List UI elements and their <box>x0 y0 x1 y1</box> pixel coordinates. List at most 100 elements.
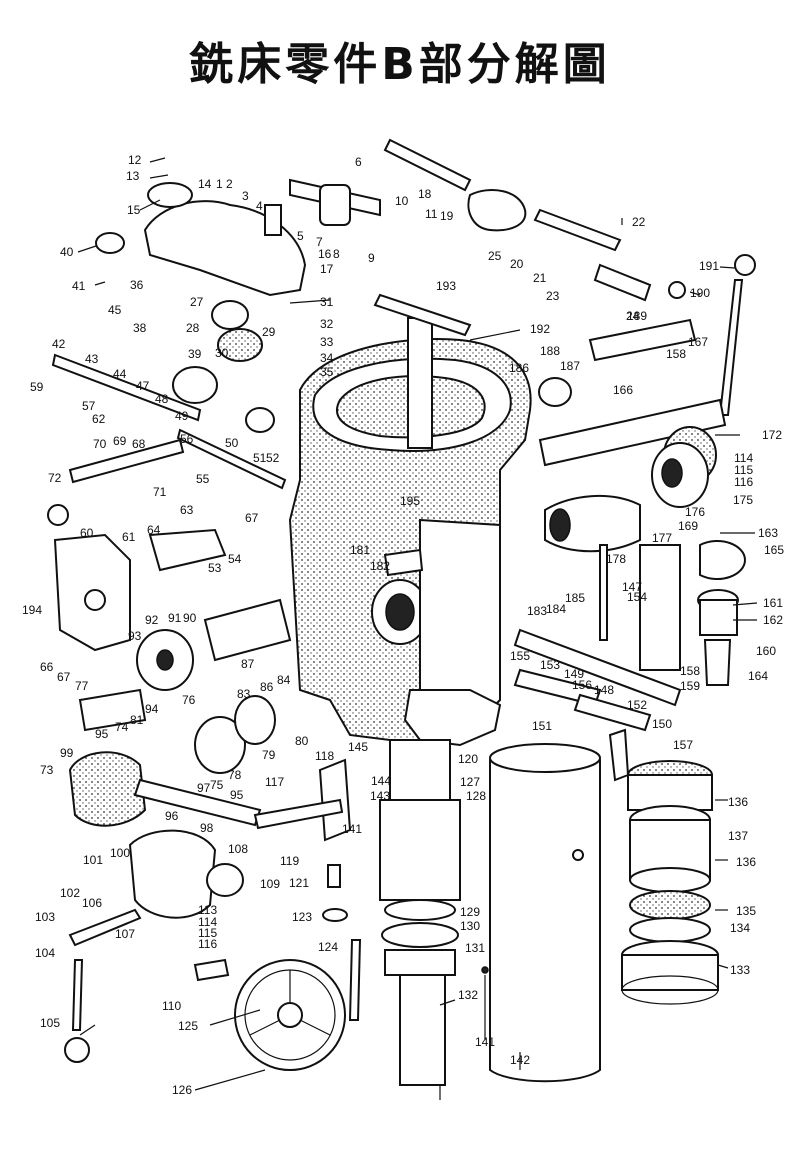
label-44: 44 <box>113 367 127 381</box>
label-94: 94 <box>145 702 159 716</box>
label-132: 132 <box>458 988 478 1002</box>
label-101: 101 <box>83 853 103 867</box>
label-34: 34 <box>320 351 334 365</box>
label-10: 10 <box>395 194 409 208</box>
label-124: 124 <box>318 940 338 954</box>
label-67: 67 <box>245 511 259 525</box>
label-4: 4 <box>256 199 263 213</box>
label-194: 194 <box>22 603 42 617</box>
label-181: 181 <box>350 543 370 557</box>
label-39: 39 <box>188 347 202 361</box>
label-125: 125 <box>178 1019 198 1033</box>
label-16: 16 <box>318 247 332 261</box>
label-189: 189 <box>627 309 647 323</box>
label-195: 195 <box>400 494 420 508</box>
label-86: 86 <box>260 680 274 694</box>
label-190: 190 <box>690 286 710 300</box>
label-73: 73 <box>40 763 54 777</box>
part-labels: 1 2 3 4 5 6 7 8 9 10 11 12 13 14 15 16 1… <box>22 153 784 1097</box>
label-9: 9 <box>368 251 375 265</box>
label-100: 100 <box>110 846 130 860</box>
label-172: 172 <box>762 428 782 442</box>
label-192: 192 <box>530 322 550 336</box>
label-113: 113 <box>198 903 217 917</box>
label-84: 84 <box>277 673 291 687</box>
label-68: 68 <box>132 437 146 451</box>
label-148: 148 <box>594 683 614 697</box>
label-159: 159 <box>680 679 700 693</box>
label-162: 162 <box>763 613 783 627</box>
label-33: 33 <box>320 335 334 349</box>
label-176: 176 <box>685 505 705 519</box>
label-7: 7 <box>316 235 323 249</box>
label-135: 135 <box>736 904 756 918</box>
label-116b: 116 <box>198 937 217 951</box>
label-152: 152 <box>627 698 647 712</box>
label-166: 166 <box>613 383 633 397</box>
label-92: 92 <box>145 613 159 627</box>
label-27: 27 <box>190 295 204 309</box>
label-110: 110 <box>162 999 181 1013</box>
label-151: 151 <box>532 719 552 733</box>
label-41: 41 <box>72 279 86 293</box>
label-150: 150 <box>652 717 672 731</box>
label-182: 182 <box>370 559 390 573</box>
label-120: 120 <box>458 752 478 766</box>
label-42: 42 <box>52 337 66 351</box>
label-1: 1 <box>216 177 223 191</box>
label-136b: 136 <box>736 855 756 869</box>
label-109: 109 <box>260 877 280 891</box>
label-127: 127 <box>460 775 480 789</box>
column-body <box>288 317 532 747</box>
label-67b: 67 <box>57 670 71 684</box>
label-116: 116 <box>734 475 753 489</box>
label-90: 90 <box>183 611 197 625</box>
spindle-assembly <box>253 739 601 1086</box>
label-8: 8 <box>333 247 340 261</box>
label-17: 17 <box>320 262 334 276</box>
label-24: 24 <box>626 309 640 323</box>
label-25: 25 <box>488 249 502 263</box>
right-side-parts <box>383 540 747 782</box>
label-104: 104 <box>35 946 55 960</box>
left-gearing <box>47 300 346 1071</box>
label-164: 164 <box>748 669 768 683</box>
label-55: 55 <box>196 472 210 486</box>
label-155: 155 <box>510 649 530 663</box>
label-69: 69 <box>113 434 127 448</box>
label-13: 13 <box>126 169 140 183</box>
label-81: 81 <box>130 713 144 727</box>
label-169: 169 <box>678 519 698 533</box>
label-106: 106 <box>82 896 102 910</box>
label-23: 23 <box>546 289 560 303</box>
label-75: 75 <box>210 778 224 792</box>
label-71: 71 <box>153 485 167 499</box>
label-114b: 114 <box>198 915 217 929</box>
label-77: 77 <box>75 679 89 693</box>
label-19: 19 <box>440 209 454 223</box>
label-57: 57 <box>82 399 96 413</box>
label-141b: 141 <box>475 1035 495 1049</box>
label-128: 128 <box>466 789 486 803</box>
bearing-stack <box>621 760 719 1005</box>
label-95: 95 <box>95 727 109 741</box>
label-50: 50 <box>225 436 239 450</box>
label-66: 66 <box>40 660 54 674</box>
label-14: 14 <box>198 177 212 191</box>
label-107: 107 <box>115 927 135 941</box>
label-30: 30 <box>215 346 229 360</box>
label-183: 183 <box>527 604 547 618</box>
label-147: 147 <box>622 580 642 594</box>
label-22: 22 <box>632 215 646 229</box>
label-156: 156 <box>572 678 592 692</box>
label-123: 123 <box>292 910 312 924</box>
label-98: 98 <box>200 821 214 835</box>
label-80: 80 <box>295 734 309 748</box>
label-157: 157 <box>673 738 693 752</box>
label-53: 53 <box>208 561 222 575</box>
label-74: 74 <box>115 720 129 734</box>
label-175: 175 <box>733 493 753 507</box>
label-117: 117 <box>265 775 284 789</box>
label-83: 83 <box>237 687 251 701</box>
label-31: 31 <box>320 295 334 309</box>
